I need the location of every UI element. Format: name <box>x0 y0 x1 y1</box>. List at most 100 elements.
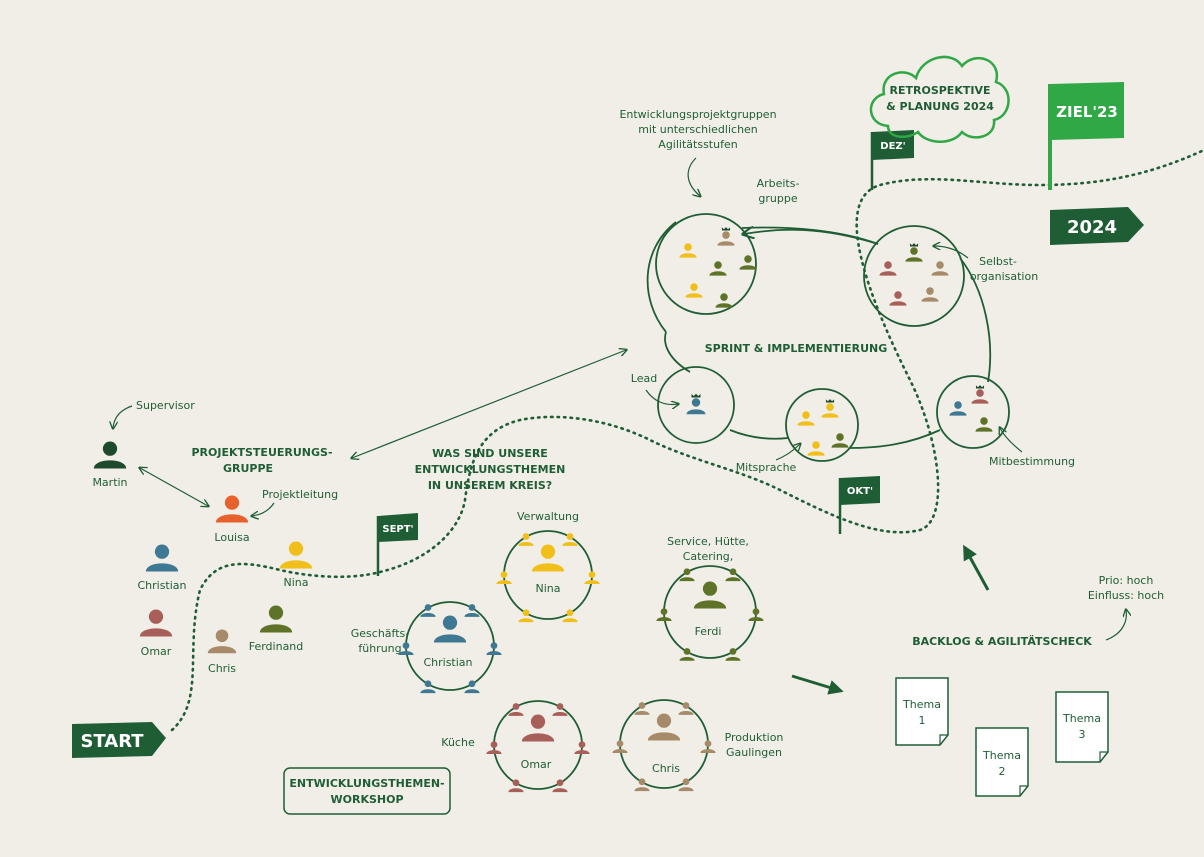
arbeitsgruppe-member-icon <box>739 255 757 270</box>
selbst-arrow <box>934 246 969 259</box>
retro-cloud: RETROSPEKTIVE & PLANUNG 2024 <box>869 55 1010 143</box>
produktion-member-icon <box>612 740 628 753</box>
kueche-member-icon <box>574 741 590 754</box>
arbeitsgruppe-member-icon <box>709 261 727 276</box>
produktion-member-icon <box>678 702 694 715</box>
sprint-note-arrow <box>687 157 700 196</box>
mitsprache-arrow <box>775 444 800 461</box>
selbstorg-lead-icon <box>905 243 923 262</box>
workshop-box: ENTWICKLUNGSTHEMEN- WORKSHOP <box>283 767 451 815</box>
workshop-line2: WORKSHOP <box>330 793 403 806</box>
geschaeft-member-icon <box>464 680 480 694</box>
mitsprache-lead-icon <box>821 399 839 418</box>
service-member-icon <box>679 648 695 661</box>
selbstorg-circle <box>863 225 965 327</box>
verwaltung-member-icon <box>584 571 600 584</box>
theme-doc-1: Thema 1 <box>895 677 949 746</box>
sprint-loop-arrow <box>744 230 879 245</box>
arbeitsgruppe-line2: gruppe <box>758 192 797 205</box>
person-martin-name: Martin <box>92 476 127 489</box>
arbeitsgruppe-lead-icon <box>717 227 735 246</box>
mitsprache-member-icon <box>807 441 825 456</box>
question-line3: IN UNSEREM KREIS? <box>428 479 552 492</box>
projektleitung-label: Projektleitung <box>262 488 338 501</box>
kueche-title: Küche <box>441 736 475 749</box>
kueche-lead-icon <box>521 714 555 742</box>
kueche-member-icon <box>508 779 524 793</box>
produktion-lead-name: Chris <box>652 762 680 775</box>
selbst-line1: Selbst- <box>979 255 1017 268</box>
mitsprache-member-icon <box>797 411 815 426</box>
lead-icon <box>686 393 706 415</box>
supervisor-label: Supervisor <box>136 399 195 412</box>
geschaeft-member-icon <box>420 604 436 617</box>
start-label: START <box>80 731 144 752</box>
dez-label: DEZ' <box>880 141 905 152</box>
person-chris-icon <box>207 629 237 654</box>
mitsprache-circle <box>785 388 859 462</box>
person-louisa-name: Louisa <box>214 531 249 544</box>
sept-label: SEPT' <box>382 524 413 535</box>
person-nina-icon <box>279 541 313 569</box>
person-martin-icon <box>93 441 127 469</box>
prio-line2: Einfluss: hoch <box>1088 589 1164 602</box>
okt-label: OKT' <box>847 486 873 497</box>
mitbestimmung-lead-icon <box>971 385 989 404</box>
year-label: 2024 <box>1067 217 1117 238</box>
sprint-title: SPRINT & IMPLEMENTIERUNG <box>705 342 888 355</box>
ziel-label: ZIEL'23 <box>1056 103 1118 121</box>
produktion-member-icon <box>700 740 716 753</box>
verwaltung-lead-name: Nina <box>536 582 561 595</box>
verwaltung-title: Verwaltung <box>517 510 579 523</box>
person-christian-name: Christian <box>137 579 186 592</box>
selbstorg-member-icon <box>879 261 897 276</box>
mitbestimmung-arrow <box>1000 428 1023 453</box>
person-omar-name: Omar <box>141 645 172 658</box>
arbeitsgruppe-line1: Arbeits- <box>757 177 800 190</box>
prio-arrow <box>1105 610 1126 641</box>
geschaeft-member-icon <box>398 642 414 655</box>
theme-2-label: Thema <box>982 749 1021 762</box>
person-ferdinand-name: Ferdinand <box>249 640 304 653</box>
arbeitsgruppe-member-icon <box>685 283 703 298</box>
mitbestimmung-circle <box>936 375 1010 449</box>
theme-2-num: 2 <box>999 765 1006 778</box>
service-member-icon <box>656 608 672 621</box>
workshop-to-backlog-arrow <box>791 674 844 695</box>
geschaeft-lead-icon <box>433 615 467 643</box>
kueche-member-icon <box>552 779 568 793</box>
kueche-member-icon <box>508 703 524 716</box>
okt-flag: OKT' <box>838 476 880 534</box>
selbstorg-member-icon <box>931 261 949 276</box>
supervisor-arrow <box>113 405 133 428</box>
sprint-note-line1: Entwicklungsprojektgruppen <box>619 108 776 121</box>
produktion-member-icon <box>634 778 650 792</box>
verwaltung-member-icon <box>518 533 534 546</box>
verwaltung-lead-icon <box>531 544 565 572</box>
arbeitsgruppe-member-icon <box>679 243 697 258</box>
start-tag: START <box>72 722 166 758</box>
backlog-up-arrow <box>963 544 990 591</box>
geschaeft-member-icon <box>464 604 480 617</box>
mitsprache-member-icon <box>831 433 849 448</box>
people-layer <box>93 227 993 793</box>
kueche-member-icon <box>486 741 502 754</box>
geschaeft-member-icon <box>420 680 436 694</box>
lead-arrow <box>645 389 678 404</box>
ziel-flag: ZIEL'23 <box>1048 82 1124 190</box>
mitsprache-label: Mitsprache <box>736 461 797 474</box>
service-lead-icon <box>693 581 727 609</box>
theme-doc-2: Thema 2 <box>975 727 1029 797</box>
question-line1: WAS SIND UNSERE <box>432 447 548 460</box>
verwaltung-member-icon <box>496 571 512 584</box>
selbstorg-member-icon <box>889 291 907 306</box>
prio-line1: Prio: hoch <box>1099 574 1154 587</box>
produktion-title-line1: Produktion <box>725 731 784 744</box>
service-member-icon <box>725 648 741 661</box>
sprint-note-line3: Agilitätsstufen <box>658 138 737 151</box>
service-title-line2: Catering, <box>683 550 734 563</box>
mitbestimmung-member-icon <box>975 417 993 432</box>
produktion-member-icon <box>678 778 694 792</box>
geschaeft-title-line1: Geschäfts- <box>351 627 410 640</box>
